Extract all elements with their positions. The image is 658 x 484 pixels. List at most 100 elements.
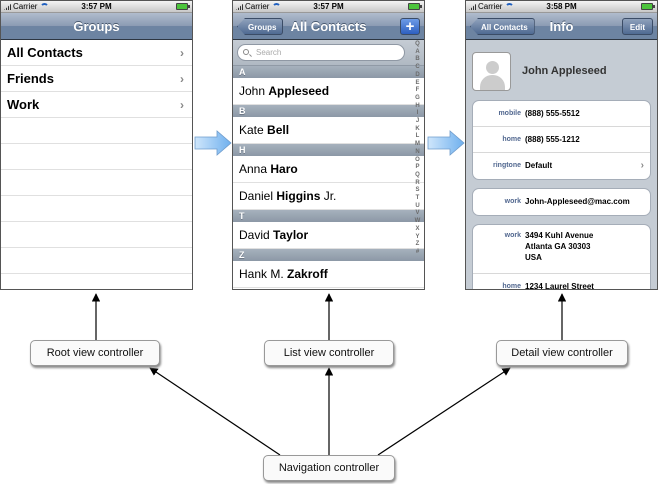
group-row-label: All Contacts [7,45,83,60]
contact-row[interactable]: David Taylor [233,222,424,249]
index-letter[interactable]: F [415,87,420,94]
index-letter[interactable]: O [415,156,420,163]
battery-icon [408,3,422,10]
address-group: work 3494 Kuhl Avenue Atlanta GA 30303 U… [472,224,651,290]
edit-button[interactable]: Edit [621,18,653,35]
index-letter[interactable]: B [415,56,420,63]
phone-field-home[interactable]: home(888) 555-1212 [473,127,650,153]
status-time: 3:57 PM [81,2,112,11]
root-view-controller-box: Root view controller [30,340,160,366]
group-row-work[interactable]: Work› [1,92,192,118]
group-row-friends[interactable]: Friends› [1,66,192,92]
index-letter[interactable]: E [415,79,420,86]
signal-icon [236,3,244,10]
index-letter[interactable]: X [415,225,420,232]
search-bar: Search [233,40,424,66]
index-letter[interactable]: L [415,133,420,140]
field-label: home [502,283,521,290]
field-value: (888) 555-1212 [525,135,580,144]
field-value: Default [525,161,553,170]
search-input[interactable]: Search [237,44,405,61]
wifi-icon [505,3,515,10]
nav-title: Info [549,19,574,34]
index-letter[interactable]: D [415,71,420,78]
section-header: T [233,210,424,222]
contact-row[interactable]: Hank M. Zakroff [233,261,424,288]
index-letter[interactable]: Y [415,233,420,240]
back-button-all-contacts[interactable]: All Contacts [470,18,535,35]
index-letter[interactable]: Z [415,241,420,248]
empty-row [1,170,192,196]
index-letter[interactable]: V [415,210,420,217]
contact-row[interactable]: John Appleseed [233,78,424,105]
contact-first-name: Anna [239,162,268,176]
carrier-label: Carrier [245,2,270,11]
status-time: 3:57 PM [313,2,344,11]
contact-photo-placeholder-icon[interactable] [472,52,511,91]
carrier-indicator: Carrier [4,2,50,11]
group-row-all-contacts[interactable]: All Contacts› [1,40,192,66]
carrier-indicator: Carrier [469,2,515,11]
contact-first-name: Daniel [239,189,274,203]
contact-last-name: Haro [270,162,298,176]
contact-last-name: Taylor [273,228,309,242]
add-contact-button[interactable]: + [400,18,420,35]
contact-name: John Appleseed [522,65,607,77]
navigation-bar: Groups All Contacts + [233,13,424,40]
index-letter[interactable]: # [415,248,420,255]
index-letter[interactable]: N [415,148,420,155]
index-letter[interactable]: Q [415,171,420,178]
index-letter[interactable]: G [415,94,420,101]
index-letter[interactable]: S [415,187,420,194]
field-label: work [504,232,521,239]
field-label: mobile [498,110,521,117]
chevron-right-icon: › [180,98,184,112]
index-letter[interactable]: M [415,141,420,148]
status-bar: Carrier 3:57 PM [233,1,424,13]
address-field-home[interactable]: home 1234 Laurel Street [473,274,650,290]
index-letter[interactable]: W [414,218,421,225]
index-letter[interactable]: A [415,48,420,55]
empty-row [1,144,192,170]
contact-last-name: Appleseed [268,84,330,98]
contact-header: John Appleseed [466,40,657,100]
address-lines: 3494 Kuhl Avenue Atlanta GA 30303 USA [525,230,593,263]
group-row-label: Friends [7,71,54,86]
carrier-label: Carrier [478,2,503,11]
index-letter[interactable]: U [415,202,420,209]
list-view-controller-box: List view controller [264,340,394,366]
field-value: (888) 555-5512 [525,109,580,118]
index-letter[interactable]: P [415,164,420,171]
address-field-work[interactable]: work 3494 Kuhl Avenue Atlanta GA 30303 U… [473,225,650,274]
contact-first-name: Hank M. [239,267,284,281]
index-letter[interactable]: Q [415,41,420,47]
person-body-shape [480,75,505,90]
phone-field-mobile[interactable]: mobile (888) 555-5512 [473,101,650,127]
field-value: 1234 Laurel Street [525,282,594,290]
index-letter[interactable]: R [415,179,420,186]
contact-row[interactable]: Anna Haro [233,156,424,183]
empty-row [1,196,192,222]
empty-row [1,248,192,274]
navigation-controller-box: Navigation controller [263,455,395,481]
arrow-nav-to-root [149,367,281,456]
index-letter[interactable]: K [415,125,420,132]
section-header: A [233,66,424,78]
field-value: John-Appleseed@mac.com [525,197,630,206]
wifi-icon [272,3,282,10]
index-letter[interactable]: J [415,118,420,125]
section-header: Z [233,249,424,261]
index-letter[interactable]: C [415,64,420,71]
battery-icon [176,3,190,10]
back-button-groups[interactable]: Groups [237,18,284,35]
index-letter[interactable]: T [415,195,420,202]
search-icon [243,49,249,55]
contact-row[interactable]: Daniel Higgins Jr. [233,183,424,210]
contact-row[interactable]: Kate Bell [233,117,424,144]
index-letter[interactable]: H [415,102,420,109]
index-letter[interactable]: I [416,110,419,117]
